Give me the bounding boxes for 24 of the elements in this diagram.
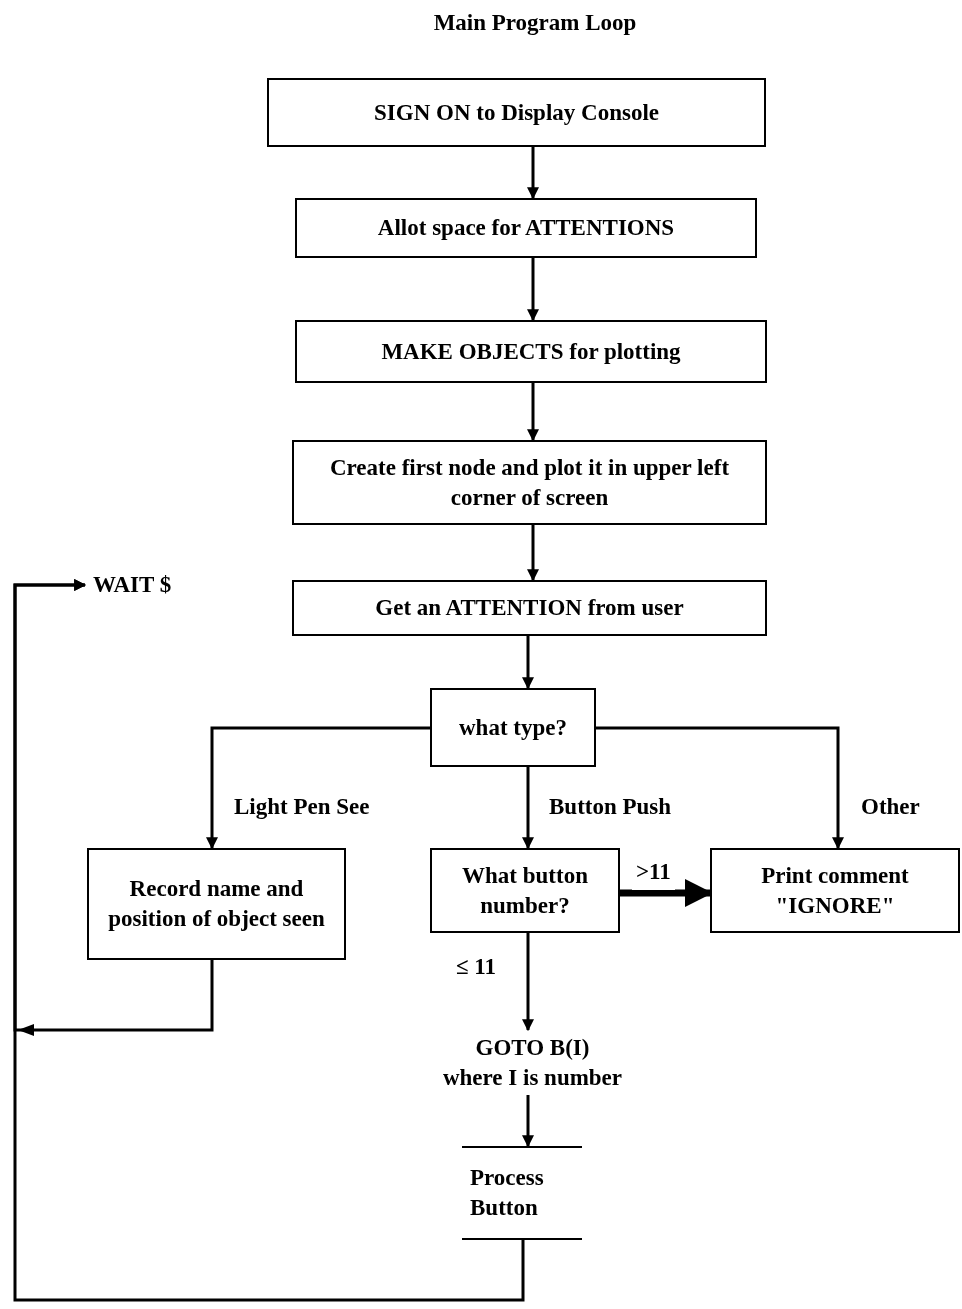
arrow <box>527 147 539 200</box>
process-box: Record name and position of object seen <box>87 848 346 960</box>
process-box: Create first node and plot it in upper left corner of screen <box>292 440 767 525</box>
flow-text: GOTO B(I) where I is number <box>390 1030 675 1095</box>
arrow <box>13 579 214 1032</box>
process-box: SIGN ON to Display Console <box>267 78 766 147</box>
flow-text: WAIT $ <box>85 568 205 602</box>
process-box: Print comment "IGNORE" <box>710 848 960 933</box>
process-box: MAKE OBJECTS for plotting <box>295 320 767 383</box>
diagram-title: Main Program Loop <box>432 9 638 37</box>
arrow <box>527 383 539 442</box>
process-box: Allot space for ATTENTIONS <box>295 198 757 258</box>
process-band: Process Button <box>462 1146 582 1240</box>
arrow <box>522 1095 534 1148</box>
arrow <box>522 933 534 1032</box>
process-box: What button number? <box>430 848 620 933</box>
arrow <box>596 726 844 850</box>
arrow <box>522 767 534 850</box>
arrow <box>206 726 430 850</box>
process-box: what type? <box>430 688 596 767</box>
arrow <box>527 525 539 582</box>
process-box: Get an ATTENTION from user <box>292 580 767 636</box>
arrow <box>522 636 534 690</box>
arrow <box>527 258 539 322</box>
